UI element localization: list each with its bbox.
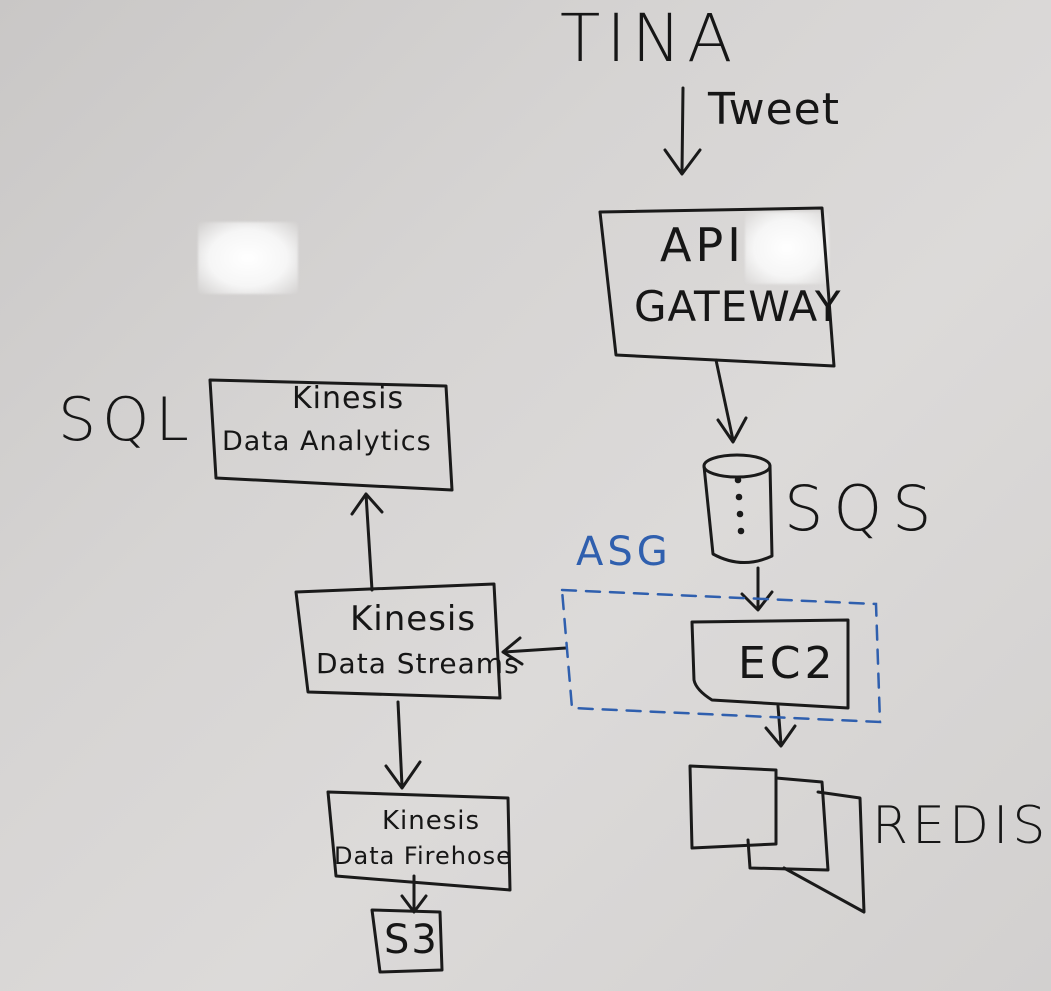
api-gateway-box: [598, 206, 836, 368]
asg-label: ASG: [576, 529, 672, 575]
asg-to-streams-arrow: [501, 636, 568, 666]
streams-to-firehose-arrow: [384, 700, 422, 790]
redis-label: REDIS: [872, 796, 1050, 856]
sql-label: SQL: [58, 385, 195, 455]
sqs-cylinder: [702, 453, 774, 564]
sqs-to-ec2-arrow: [740, 566, 774, 612]
asg-dashed-boundary: [560, 588, 882, 724]
light-glare-left: [198, 222, 298, 294]
kinesis-firehose-box: [326, 790, 512, 892]
streams-to-analytics-arrow: [350, 492, 384, 592]
api-gateway-line1: API: [660, 218, 745, 272]
ec2-to-redis-arrow: [764, 704, 797, 748]
api-gateway-line2: GATEWAY: [634, 282, 842, 331]
kinesis-firehose-line2: Data Firehose: [334, 842, 512, 870]
ec2-label: EC2: [738, 638, 837, 689]
user-label: TINA: [560, 0, 739, 77]
kinesis-analytics-box: [208, 378, 454, 492]
kinesis-streams-box: [294, 582, 502, 700]
light-glare-right: [745, 212, 829, 284]
kinesis-firehose-line1: Kinesis: [382, 806, 481, 836]
api-to-sqs-arrow: [714, 358, 748, 444]
tweet-arrow: [663, 86, 702, 176]
kinesis-analytics-line2: Data Analytics: [222, 426, 432, 457]
ec2-box: [690, 618, 850, 710]
kinesis-streams-line1: Kinesis: [350, 599, 477, 639]
tweet-label: Tweet: [708, 84, 840, 135]
kinesis-streams-line2: Data Streams: [316, 647, 520, 680]
s3-box: [370, 908, 444, 974]
s3-label: S3: [384, 917, 439, 963]
kinesis-analytics-line1: Kinesis: [292, 381, 405, 416]
redis-nodes: [688, 764, 866, 914]
sqs-label: SQS: [784, 472, 942, 545]
